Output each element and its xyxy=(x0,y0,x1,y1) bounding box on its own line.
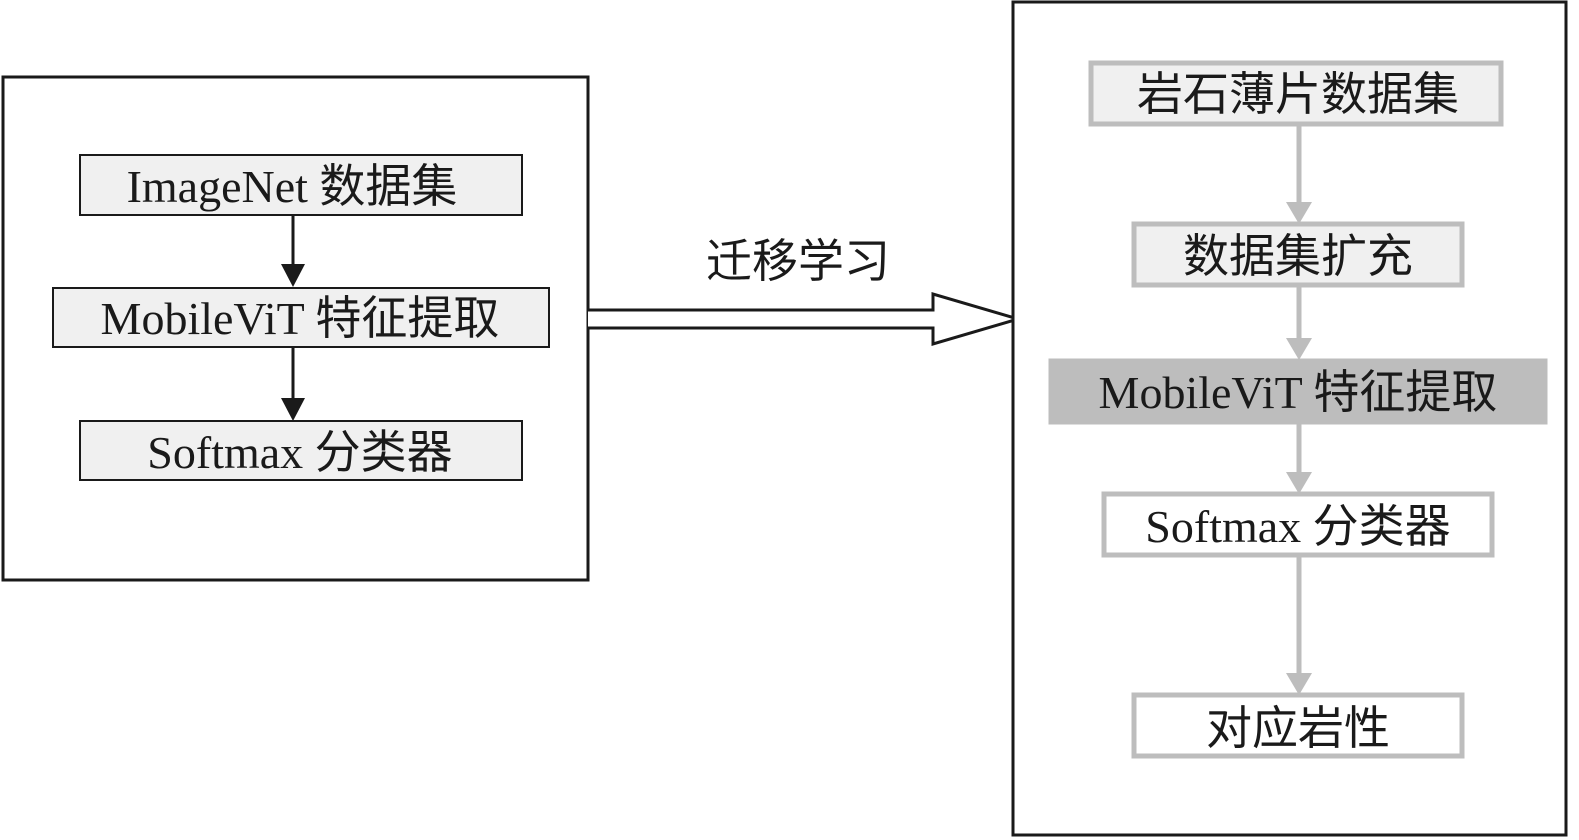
right-node-rock-dataset-label: 岩石薄片数据集 xyxy=(1137,69,1459,120)
left-node-mobilevit-box xyxy=(52,287,550,348)
right-node-lithology-box xyxy=(1131,692,1465,759)
right-node-augmentation-label: 数据集扩充 xyxy=(1183,231,1413,282)
right-node-mobilevit-box xyxy=(1048,358,1548,425)
right-arrow-3-head xyxy=(1286,472,1312,494)
right-node-softmax-box xyxy=(1101,491,1495,558)
right-arrow-2-head xyxy=(1286,338,1312,360)
right-node-augmentation-box xyxy=(1131,221,1465,288)
left-node-imagenet-box xyxy=(79,154,523,216)
right-node-rock-dataset-box xyxy=(1088,60,1504,127)
left-arrow-2-head xyxy=(281,398,305,421)
right-node-lithology-label: 对应岩性 xyxy=(1206,703,1390,754)
right-arrow-1-head xyxy=(1286,202,1312,224)
left-node-mobilevit-label: MobileViT 特征提取 xyxy=(101,293,500,344)
left-node-softmax-label: Softmax 分类器 xyxy=(147,427,452,478)
right-arrow-4-head xyxy=(1286,673,1312,695)
transfer-label: 迁移学习 xyxy=(706,236,890,287)
right-node-mobilevit-label: MobileViT 特征提取 xyxy=(1099,367,1498,418)
right-node-softmax-label: Softmax 分类器 xyxy=(1145,501,1450,552)
left-arrow-1-head xyxy=(281,264,305,287)
left-node-softmax-box xyxy=(79,420,523,481)
left-node-imagenet-label: ImageNet 数据集 xyxy=(127,161,458,212)
transfer-arrow xyxy=(588,291,1024,347)
